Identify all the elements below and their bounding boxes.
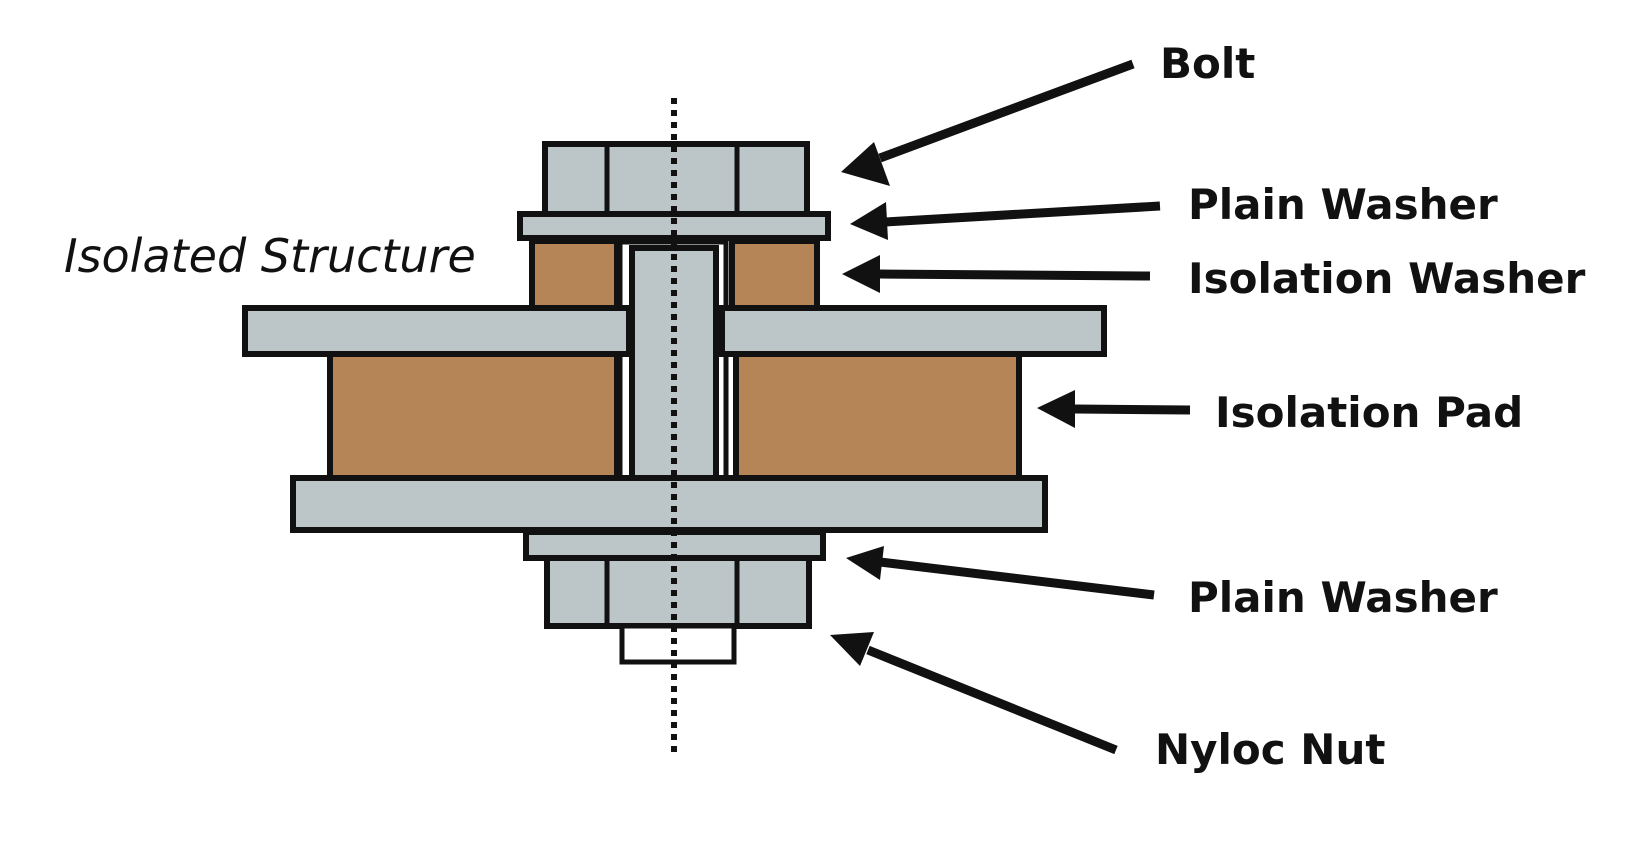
plain-washer-top-label: Plain Washer: [1188, 180, 1498, 229]
nyloc-nut-label: Nyloc Nut: [1155, 725, 1385, 774]
isolation-pad-arrow: [1037, 390, 1191, 428]
bolt-label: Bolt: [1160, 39, 1255, 88]
isolated-structure-plate-left: [242, 305, 632, 357]
isolation-pad-left: [327, 347, 620, 483]
bolt-head: [542, 141, 810, 217]
isolation-washer-right: [729, 238, 820, 311]
nyloc-nut: [544, 555, 812, 629]
plain-washer-top-arrow: [850, 201, 1161, 240]
nyloc-nut-arrow: [830, 632, 1118, 755]
isolation-washer-arrow: [842, 255, 1151, 293]
plain-washer-bottom-label: Plain Washer: [1188, 573, 1498, 622]
plain-washer-bottom-arrow: [846, 546, 1155, 600]
isolation-washer-left: [529, 238, 620, 311]
bolt-arrow: [841, 59, 1135, 186]
base-plate: [290, 475, 1048, 533]
isolation-pad-label: Isolation Pad: [1215, 388, 1523, 437]
isolated-structure-caption: Isolated Structure: [64, 229, 476, 283]
isolation-pad-right: [733, 347, 1022, 483]
isolated-structure-plate-right: [719, 305, 1107, 357]
isolation-washer-label: Isolation Washer: [1188, 254, 1586, 303]
nylon-insert: [619, 623, 737, 665]
